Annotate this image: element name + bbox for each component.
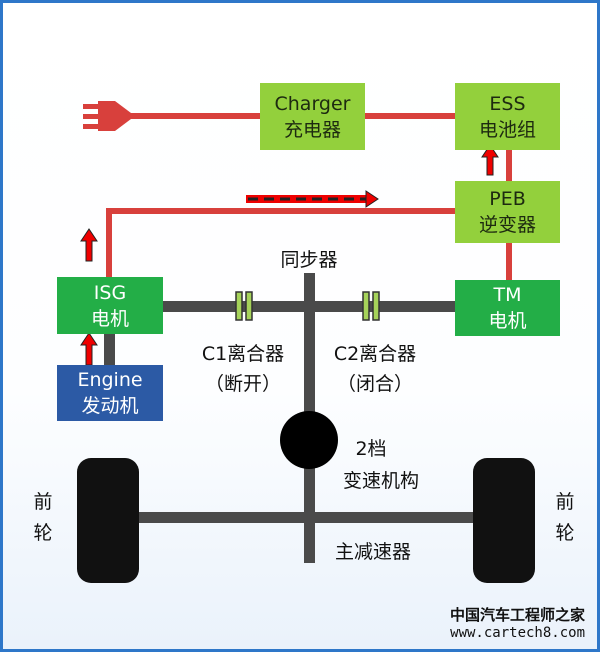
diagram-lines [77,101,535,583]
c1-state-label: （断开） [204,373,282,395]
synchronizer-label: 同步器 [280,249,338,271]
tm-box: TM 电机 [455,280,560,336]
c2-state-label: （闭合） [336,373,414,395]
peb-label-en: PEB [489,188,526,210]
plug-icon [83,101,131,131]
final-drive-label: 主减速器 [334,541,412,563]
watermark-url: www.cartech8.com [450,625,585,641]
engine-shaft [104,334,115,365]
watermark-cn: 中国汽车工程师之家 [449,606,585,624]
gear-label-2: 变速机构 [342,470,420,492]
engine-box: Engine 发动机 [57,365,163,421]
left-wheel-label-1: 前 [33,491,53,513]
isg-label-zh: 电机 [90,307,129,330]
arrow-up-icon [80,332,98,366]
charger-label-zh: 充电器 [283,118,341,141]
ess-label-en: ESS [489,92,526,115]
axle [103,512,503,523]
arrow-up-icon [481,144,499,176]
ess-box: ESS 电池组 [455,83,560,150]
left-wheel-label-2: 轮 [33,522,53,544]
c2-label: C2离合器 [333,343,417,365]
right-wheel-label-2: 轮 [555,522,575,544]
gear-circle [280,411,338,469]
c1-label: C1离合器 [201,343,285,365]
gear-label-1: 2档 [355,438,387,460]
watermark: 中国汽车工程师之家 www.cartech8.com [450,604,585,641]
charger-box: Charger 充电器 [260,83,365,150]
isg-box: ISG 电机 [57,277,163,334]
power-flow-arrows [80,144,499,366]
clutch-c1 [235,291,253,321]
arrow-up-icon [80,228,98,262]
engine-label-zh: 发动机 [81,395,139,417]
left-wheel [77,458,139,583]
isg-label-en: ISG [93,281,127,304]
wire-peb-isg [106,208,455,277]
right-wheel [473,458,535,583]
clutch-c2 [362,291,380,321]
arrow-right-icon [246,190,379,208]
tm-label-en: TM [493,284,522,306]
engine-label-en: Engine [77,369,143,391]
right-wheel-label-1: 前 [555,491,575,513]
peb-box: PEB 逆变器 [455,181,560,243]
peb-label-zh: 逆变器 [478,214,536,236]
tm-label-zh: 电机 [488,310,527,332]
charger-label-en: Charger [274,92,351,115]
ess-label-zh: 电池组 [478,118,536,141]
